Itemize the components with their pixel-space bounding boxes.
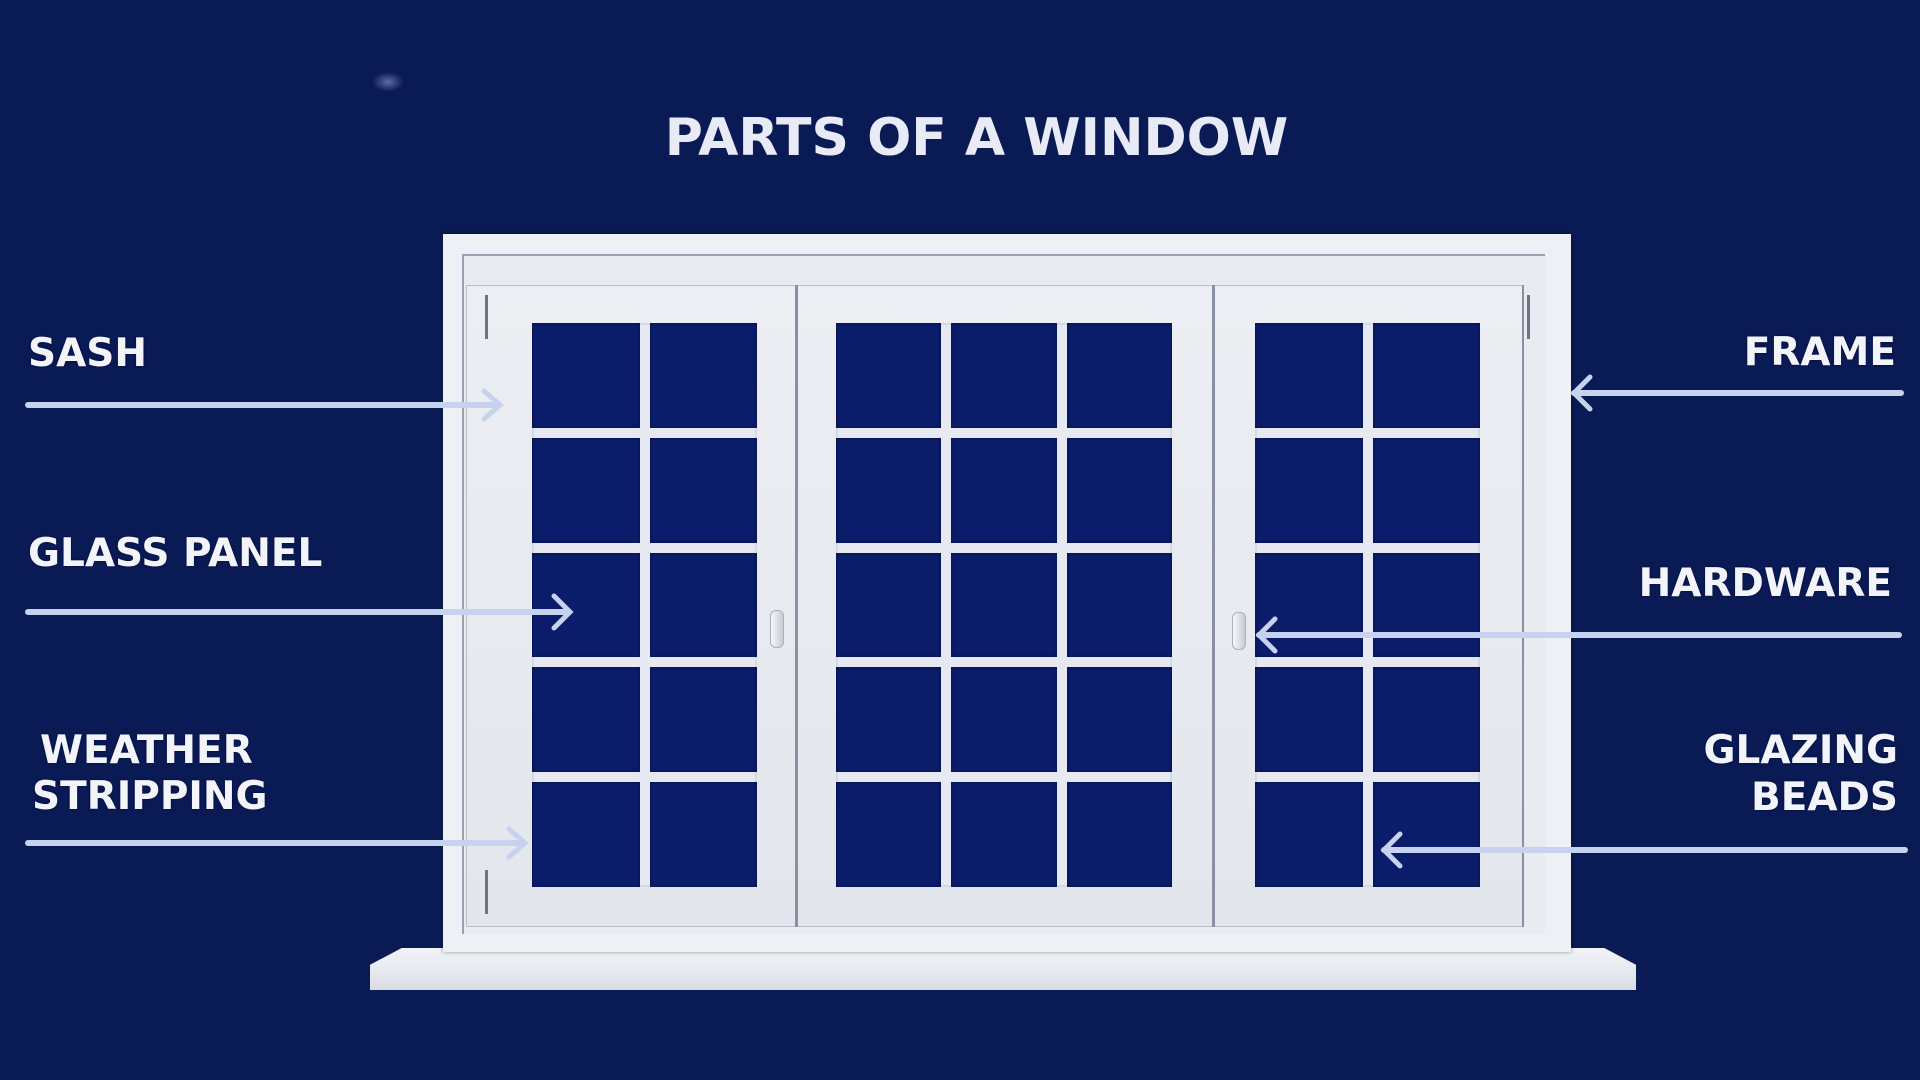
glass-pane <box>1372 552 1480 658</box>
diagram-title: PARTS OF A WINDOW <box>664 108 1289 168</box>
glass-panel-center <box>836 323 1172 887</box>
glass-pane <box>532 667 640 773</box>
glass-pane <box>951 782 1057 887</box>
sash-divider-right <box>1212 285 1215 927</box>
arrow-glass-panel <box>25 593 574 631</box>
arrow-hardware <box>1255 616 1903 654</box>
glass-panel-right <box>1255 323 1480 887</box>
glass-pane <box>836 552 942 658</box>
glass-pane <box>836 782 942 887</box>
glass-pane <box>649 667 757 773</box>
glass-pane <box>951 323 1057 428</box>
glass-pane <box>1066 667 1172 773</box>
glass-pane <box>836 437 942 543</box>
glass-pane <box>951 552 1057 658</box>
glass-pane <box>532 437 640 543</box>
glass-pane <box>1372 667 1480 773</box>
glass-pane <box>1066 782 1172 887</box>
arrow-left-icon <box>1570 374 1904 412</box>
hinge-icon <box>1527 295 1530 339</box>
glass-pane <box>836 323 942 428</box>
hinge-icon <box>485 295 488 339</box>
label-glazing-beads-line1: GLAZING <box>1703 728 1899 773</box>
sash-divider-left <box>795 285 798 927</box>
glass-pane <box>1372 323 1480 428</box>
glass-pane <box>649 552 757 658</box>
glass-pane <box>532 323 640 428</box>
arrow-sash <box>25 388 508 422</box>
arrow-right-icon <box>25 826 529 860</box>
arrow-right-icon <box>25 388 504 422</box>
glass-pane <box>1372 782 1480 887</box>
label-glazing-beads-line2: BEADS <box>1750 775 1898 820</box>
glass-pane <box>532 552 640 658</box>
window-handle <box>1232 612 1246 650</box>
arrow-left-icon <box>1380 831 1908 869</box>
glass-pane <box>951 437 1057 543</box>
glass-pane <box>1255 667 1363 773</box>
label-weather-stripping-line2: STRIPPING <box>32 774 268 819</box>
glass-pane <box>649 782 757 887</box>
arrow-glazing-beads <box>1380 831 1910 869</box>
arrow-left-icon <box>1255 616 1902 654</box>
arrow-frame <box>1570 374 1905 412</box>
glass-pane <box>1066 323 1172 428</box>
hinge-icon <box>485 870 488 914</box>
glass-pane <box>1255 437 1363 543</box>
glass-pane <box>1255 323 1363 428</box>
label-weather-stripping-line1: WEATHER <box>40 728 253 773</box>
glass-pane <box>1372 437 1480 543</box>
glass-pane <box>951 667 1057 773</box>
glass-pane <box>1066 437 1172 543</box>
glass-pane <box>1255 782 1363 887</box>
glass-pane <box>649 323 757 428</box>
glass-pane <box>836 667 942 773</box>
window-sill <box>370 948 1636 990</box>
glass-panel-left <box>532 323 757 887</box>
label-frame: FRAME <box>1743 330 1896 375</box>
glass-pane <box>532 782 640 887</box>
glass-pane <box>1066 552 1172 658</box>
window-handle <box>770 610 784 648</box>
label-glass-panel: GLASS PANEL <box>28 531 323 576</box>
background-smudge <box>372 72 404 92</box>
glass-pane <box>1255 552 1363 658</box>
glass-pane <box>649 437 757 543</box>
arrow-weather-stripping <box>25 826 529 860</box>
label-sash: SASH <box>28 331 147 376</box>
arrow-right-icon <box>25 593 574 631</box>
sash-divider-edge <box>1522 285 1524 927</box>
label-hardware: HARDWARE <box>1638 561 1892 606</box>
